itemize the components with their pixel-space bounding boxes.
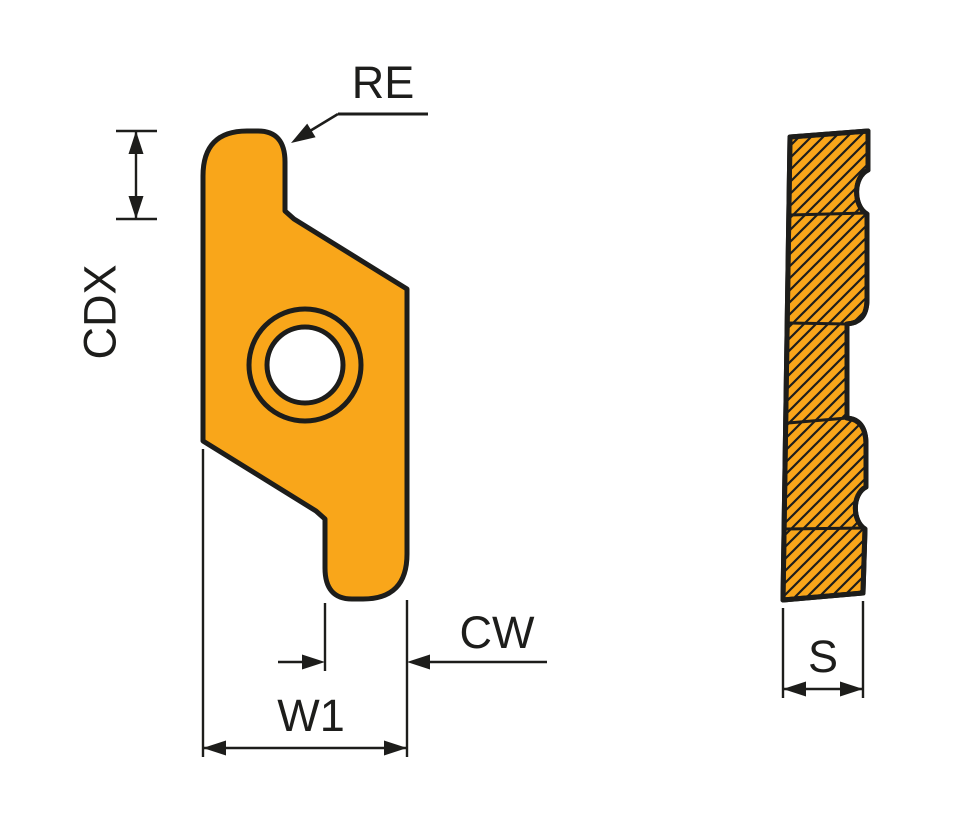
side-internal-edge-lower-step	[786, 416, 849, 425]
side-internal-edge-top-notch	[788, 211, 868, 217]
s-arrow-right	[840, 681, 863, 697]
re-label: RE	[352, 57, 415, 108]
side-internal-edge-bottom-notch	[784, 526, 866, 531]
w1-arrow-right	[384, 740, 407, 756]
side-internal-edge-upper-step	[787, 321, 849, 326]
cdx-arrow-up	[128, 131, 144, 154]
s-dimension: S	[781, 601, 865, 698]
cdx-arrow-down	[128, 196, 144, 219]
cdx-dimension: CDX	[75, 129, 157, 360]
cw-arrow-left	[302, 654, 325, 670]
cw-label: CW	[460, 607, 535, 658]
screw-hole-outer-ring	[246, 306, 364, 424]
front-view	[200, 128, 410, 602]
cw-dimension: CW	[278, 600, 547, 757]
cdx-label: CDX	[75, 264, 126, 359]
re-dimension: RE	[291, 57, 428, 143]
w1-arrow-left	[203, 740, 226, 756]
cw-arrow-right	[407, 654, 430, 670]
re-arrowhead	[291, 123, 316, 143]
screw-hole-inner-bore	[264, 324, 346, 406]
w1-dimension: W1	[201, 449, 407, 757]
s-label: S	[808, 631, 838, 682]
w1-label: W1	[277, 690, 345, 741]
s-arrow-left	[783, 681, 806, 697]
side-view	[780, 128, 871, 603]
